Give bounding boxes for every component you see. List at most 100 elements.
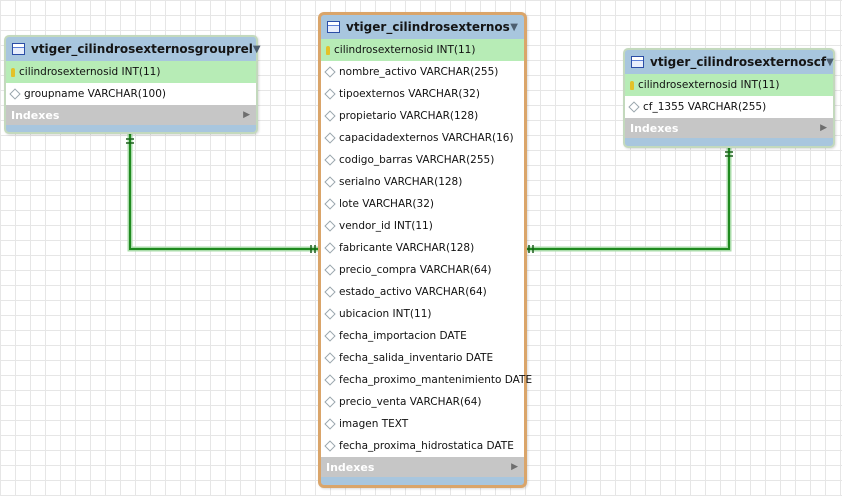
collapse-toggle-icon[interactable]: ▼ bbox=[826, 56, 834, 68]
column-row[interactable]: nombre_activo VARCHAR(255) bbox=[321, 61, 524, 83]
column-label: precio_compra VARCHAR(64) bbox=[339, 264, 492, 276]
column-label: precio_venta VARCHAR(64) bbox=[339, 396, 482, 408]
column-row[interactable]: serialno VARCHAR(128) bbox=[321, 171, 524, 193]
key-icon bbox=[11, 67, 15, 77]
relationship-line-grouprel-core bbox=[129, 133, 322, 250]
collapse-toggle-icon[interactable]: ▼ bbox=[252, 43, 261, 55]
table-icon bbox=[327, 21, 340, 33]
column-diamond-icon bbox=[324, 88, 336, 100]
column-row[interactable]: precio_compra VARCHAR(64) bbox=[321, 259, 524, 281]
column-label: cilindrosexternosid INT(11) bbox=[19, 66, 161, 78]
column-label: codigo_barras VARCHAR(255) bbox=[339, 154, 495, 166]
table-card[interactable]: vtiger_cilindrosexternosgrouprel▼cilindr… bbox=[4, 35, 261, 134]
relationship-line-grouprel[interactable] bbox=[127, 131, 324, 252]
column-diamond-icon bbox=[324, 110, 336, 122]
column-label: imagen TEXT bbox=[339, 418, 409, 430]
column-label: capacidadexternos VARCHAR(16) bbox=[339, 132, 514, 144]
column-diamond-icon bbox=[324, 374, 336, 386]
column-diamond-icon bbox=[324, 154, 336, 166]
collapse-toggle-icon[interactable]: ▼ bbox=[510, 21, 518, 33]
column-diamond-icon bbox=[324, 418, 336, 430]
expand-arrow-icon[interactable]: ▶ bbox=[243, 110, 250, 120]
column-row[interactable]: estado_activo VARCHAR(64) bbox=[321, 281, 524, 303]
column-label: groupname VARCHAR(100) bbox=[24, 88, 167, 100]
relationship-line-cf-core bbox=[523, 147, 730, 250]
column-row[interactable]: imagen TEXT bbox=[321, 413, 524, 435]
column-row[interactable]: fecha_proximo_mantenimiento DATE bbox=[321, 369, 532, 391]
column-diamond-icon bbox=[324, 352, 336, 364]
column-diamond-icon bbox=[324, 66, 336, 78]
column-label: serialno VARCHAR(128) bbox=[339, 176, 463, 188]
table-icon bbox=[631, 56, 644, 68]
column-row[interactable]: vendor_id INT(11) bbox=[321, 215, 524, 237]
column-label: fecha_importacion DATE bbox=[339, 330, 467, 342]
table-header[interactable]: vtiger_cilindrosexternoscf▼ bbox=[625, 50, 834, 74]
column-label: fecha_proximo_mantenimiento DATE bbox=[339, 374, 533, 386]
indexes-label: Indexes bbox=[630, 121, 679, 135]
column-row[interactable]: fecha_proxima_hidrostatica DATE bbox=[321, 435, 524, 457]
cardinality-one-marker bbox=[528, 245, 534, 253]
column-diamond-icon bbox=[324, 242, 336, 254]
column-row[interactable]: precio_venta VARCHAR(64) bbox=[321, 391, 524, 413]
table-title: vtiger_cilindrosexternos bbox=[346, 20, 510, 34]
column-row[interactable]: cf_1355 VARCHAR(255) bbox=[625, 96, 833, 118]
key-icon bbox=[326, 45, 330, 55]
column-diamond-icon bbox=[324, 330, 336, 342]
table-title: vtiger_cilindrosexternoscf bbox=[650, 55, 827, 69]
column-row[interactable]: fecha_salida_inventario DATE bbox=[321, 347, 524, 369]
column-diamond-icon bbox=[324, 132, 336, 144]
indexes-section[interactable]: Indexes ▶ bbox=[6, 105, 256, 125]
column-row[interactable]: fabricante VARCHAR(128) bbox=[321, 237, 524, 259]
column-label: fabricante VARCHAR(128) bbox=[339, 242, 475, 254]
column-label: vendor_id INT(11) bbox=[339, 220, 433, 232]
column-list: cilindrosexternosid INT(11) nombre_activo… bbox=[321, 39, 532, 457]
table-card[interactable]: vtiger_cilindrosexternos▼cilindrosextern… bbox=[318, 12, 532, 488]
column-label: ubicacion INT(11) bbox=[339, 308, 432, 320]
column-row[interactable]: groupname VARCHAR(100) bbox=[6, 83, 256, 105]
column-row[interactable]: codigo_barras VARCHAR(255) bbox=[321, 149, 524, 171]
primary-key-column-row[interactable]: cilindrosexternosid INT(11) bbox=[6, 61, 256, 83]
indexes-section[interactable]: Indexes ▶ bbox=[321, 457, 524, 477]
column-row[interactable]: capacidadexternos VARCHAR(16) bbox=[321, 127, 524, 149]
column-diamond-icon bbox=[324, 264, 336, 276]
expand-arrow-icon[interactable]: ▶ bbox=[511, 462, 518, 472]
column-diamond-icon bbox=[9, 88, 21, 100]
column-label: fecha_salida_inventario DATE bbox=[339, 352, 494, 364]
column-label: propietario VARCHAR(128) bbox=[339, 110, 479, 122]
column-label: estado_activo VARCHAR(64) bbox=[339, 286, 487, 298]
column-diamond-icon bbox=[324, 396, 336, 408]
column-row[interactable]: ubicacion INT(11) bbox=[321, 303, 524, 325]
column-row[interactable]: tipoexternos VARCHAR(32) bbox=[321, 83, 524, 105]
column-diamond-icon bbox=[324, 308, 336, 320]
column-label: cilindrosexternosid INT(11) bbox=[638, 79, 780, 91]
column-label: cilindrosexternosid INT(11) bbox=[334, 44, 476, 56]
indexes-label: Indexes bbox=[326, 460, 375, 474]
table-header[interactable]: vtiger_cilindrosexternos▼ bbox=[321, 15, 524, 39]
indexes-label: Indexes bbox=[11, 108, 60, 122]
column-row[interactable]: propietario VARCHAR(128) bbox=[321, 105, 524, 127]
table-header[interactable]: vtiger_cilindrosexternosgrouprel▼ bbox=[6, 37, 261, 61]
column-label: fecha_proxima_hidrostatica DATE bbox=[339, 440, 514, 452]
relationship-line-cf[interactable] bbox=[521, 145, 732, 252]
cardinality-one-marker bbox=[126, 138, 134, 144]
table-icon bbox=[12, 43, 25, 55]
primary-key-column-row[interactable]: cilindrosexternosid INT(11) bbox=[321, 39, 524, 61]
table-card[interactable]: vtiger_cilindrosexternoscf▼ cilindrosexte… bbox=[623, 48, 835, 148]
column-label: tipoexternos VARCHAR(32) bbox=[339, 88, 480, 100]
column-diamond-icon bbox=[628, 101, 640, 113]
column-label: cf_1355 VARCHAR(255) bbox=[643, 101, 767, 113]
key-icon bbox=[630, 80, 634, 90]
indexes-section[interactable]: Indexes ▶ bbox=[625, 118, 833, 138]
column-diamond-icon bbox=[324, 440, 336, 452]
column-diamond-icon bbox=[324, 176, 336, 188]
expand-arrow-icon[interactable]: ▶ bbox=[820, 123, 827, 133]
column-label: nombre_activo VARCHAR(255) bbox=[339, 66, 499, 78]
table-title: vtiger_cilindrosexternosgrouprel bbox=[31, 42, 253, 56]
column-diamond-icon bbox=[324, 198, 336, 210]
column-row[interactable]: fecha_importacion DATE bbox=[321, 325, 524, 347]
column-row[interactable]: lote VARCHAR(32) bbox=[321, 193, 524, 215]
column-label: lote VARCHAR(32) bbox=[339, 198, 434, 210]
column-diamond-icon bbox=[324, 220, 336, 232]
primary-key-column-row[interactable]: cilindrosexternosid INT(11) bbox=[625, 74, 833, 96]
